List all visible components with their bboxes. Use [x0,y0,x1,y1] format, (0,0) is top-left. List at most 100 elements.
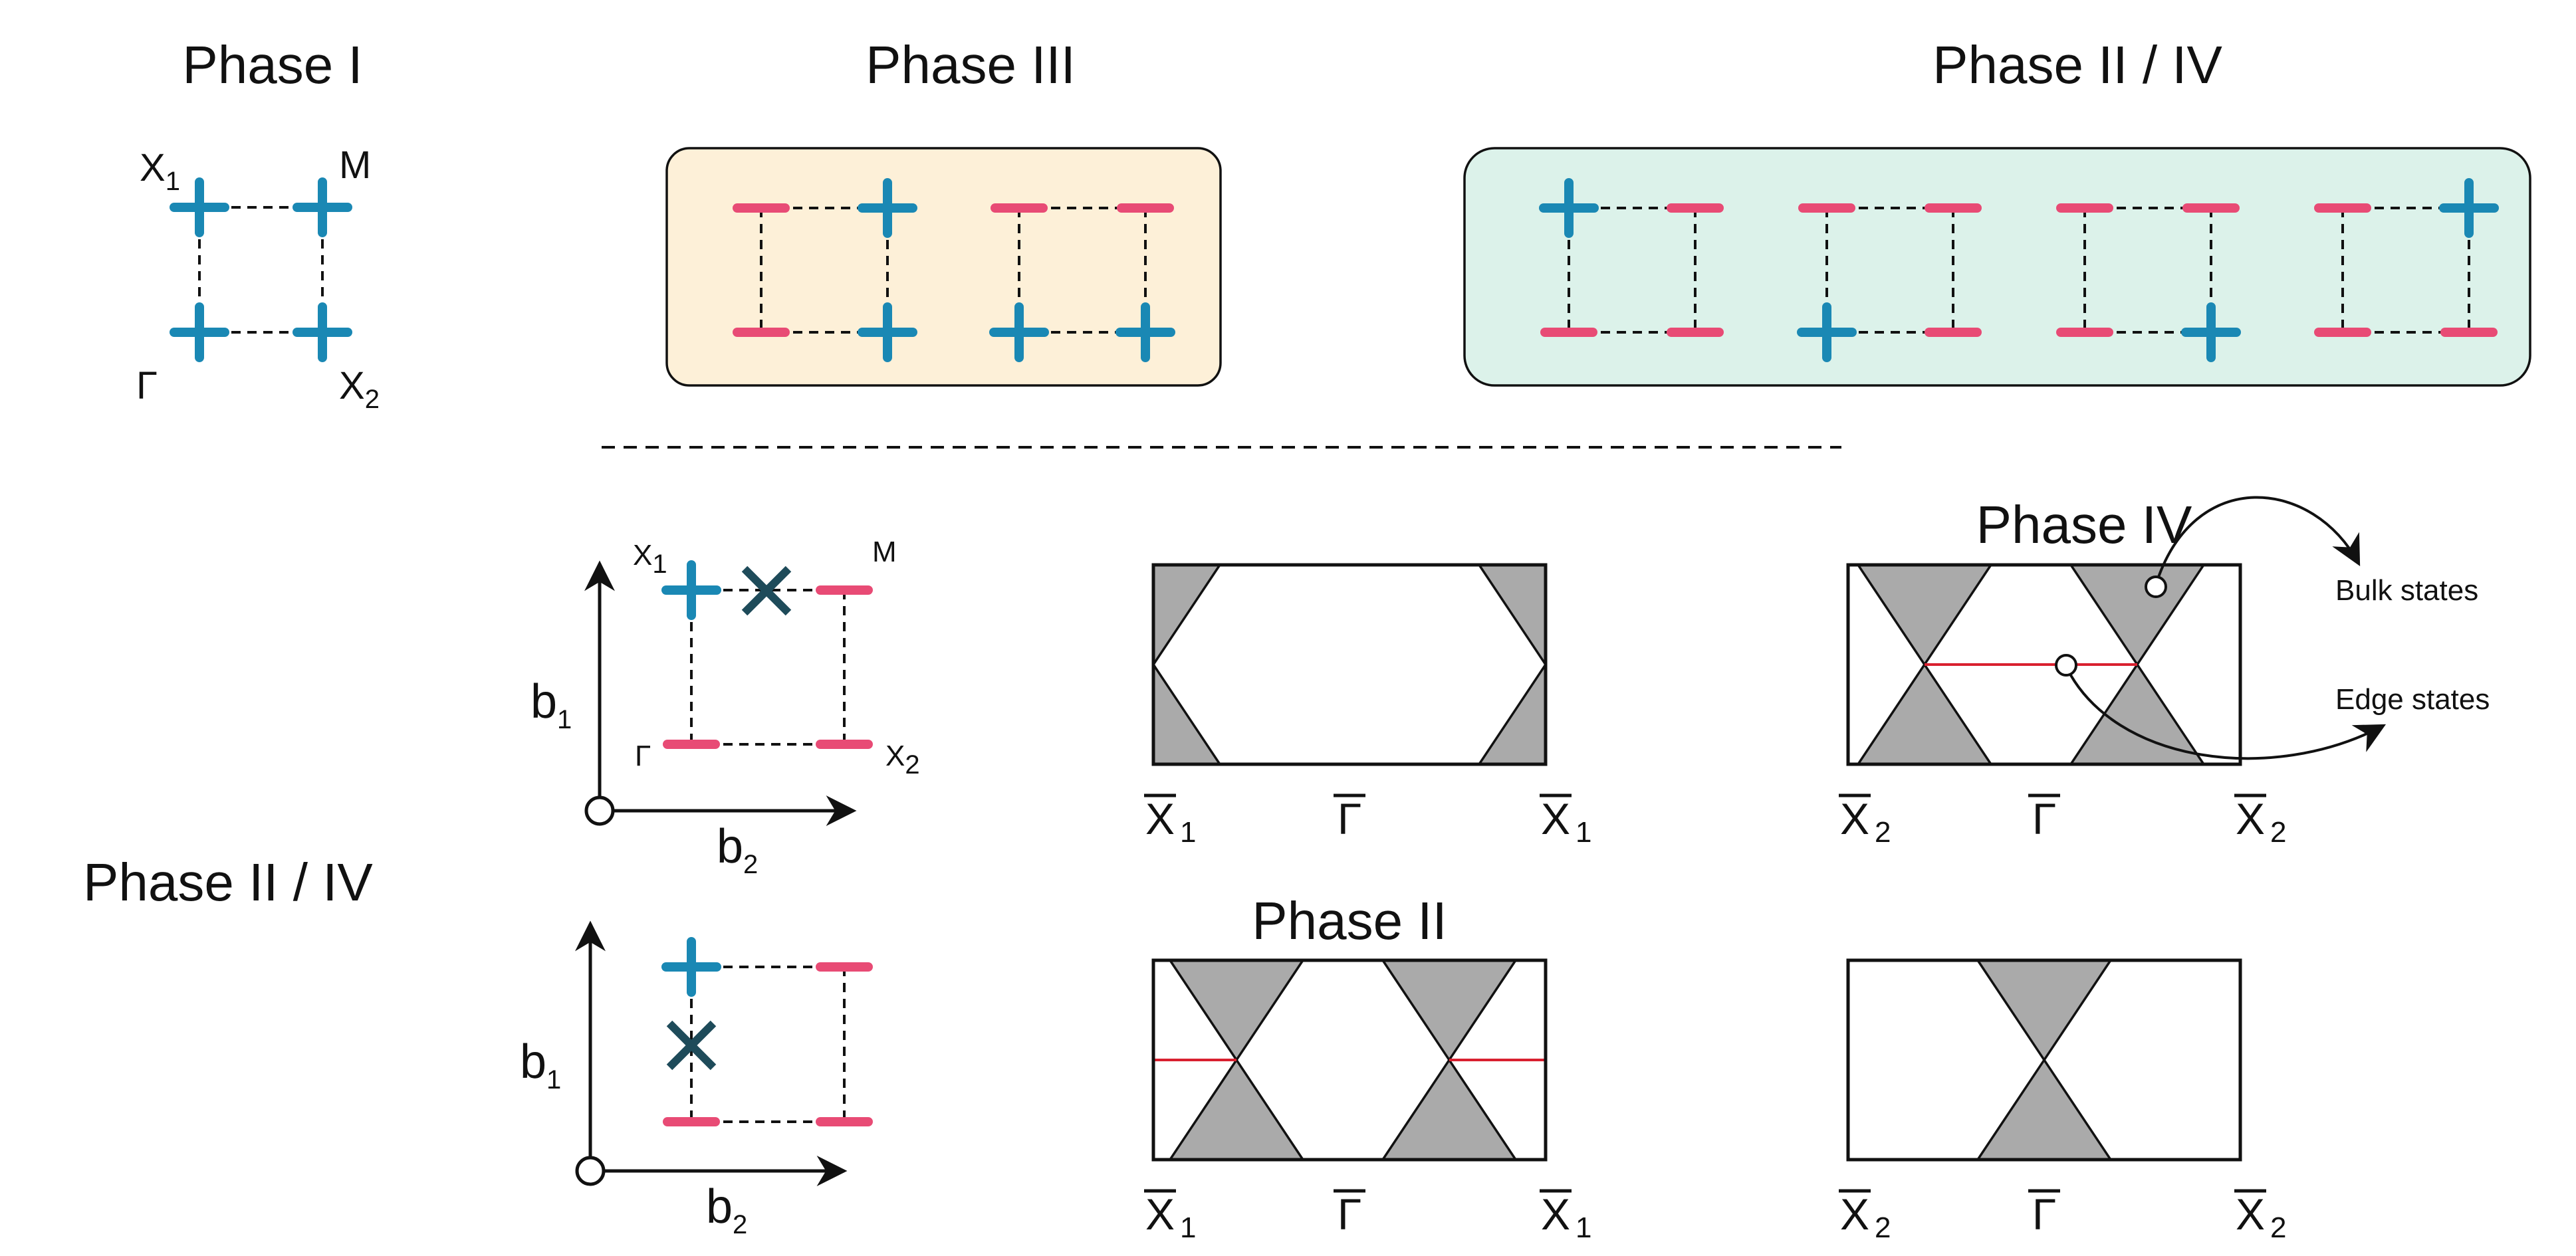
phase3-cells [733,178,1175,362]
kpoint-label-text: X [1840,794,1869,843]
spectrum-frame [1151,563,1548,766]
kpoint-subscript: 1 [1180,1211,1196,1244]
kpoint-label-text: X [1541,794,1570,843]
b2-label-row1: b2 [717,820,758,879]
cell-edges-row1 [690,589,846,746]
phase1-label-x1: X1 [140,146,180,196]
plus-sign-icon [2439,178,2499,238]
kpoint-label-text: X [2236,794,2265,843]
kpoint-subscript: 2 [2270,1211,2286,1244]
kpoint-subscript: 2 [1875,816,1891,849]
plus-sign-icon [1115,302,1175,362]
spectrum-row1-middle [1151,563,1548,766]
bz-diagram-row2: b1 b2 [520,920,873,1239]
phase24-cells [1539,178,2499,362]
plus-sign-icon [661,937,721,997]
edge-circle-icon [2055,654,2077,677]
phase3-panel [665,147,1222,387]
plus-sign-icon [170,302,229,362]
phase1-cell: X1 M Γ X2 [136,144,380,414]
phase1-title: Phase I [182,35,362,94]
spectrum-frame [1846,958,2242,1162]
plus-sign-icon [1797,302,1857,362]
bz-label-x1-row1: X1 [633,539,667,579]
spectrum-row2-right [1846,958,2242,1162]
phase1-label-x2: X2 [339,364,380,414]
kpoint-label-text: Γ [2032,1190,2056,1239]
plus-sign-icon [170,177,229,237]
phase24-top-title: Phase II / IV [1932,35,2222,94]
annotation-arrows [2055,496,2387,760]
plus-sign-icon [661,560,721,620]
plus-sign-icon [858,302,917,362]
spectrum-frame [1151,958,1548,1162]
sign-cell [989,203,1175,362]
kpoint-label-text: Γ [1338,1190,1361,1239]
kpoint-label-text: X [1145,1190,1175,1239]
bulk-states-label: Bulk states [2335,574,2478,607]
cross-mark-icon [666,1020,717,1071]
kpoint-label-text: X [1541,1190,1570,1239]
plus-sign-icon [293,302,352,362]
origin-circle-icon-row1 [584,795,615,826]
bz-label-x2-row1: X2 [885,740,920,780]
kpoint-subscript: 1 [1576,1211,1591,1244]
kpoint-gammabar: Γ [2028,793,2060,843]
phase3-title: Phase III [866,35,1076,94]
kpoint-subscript: 1 [1180,816,1196,849]
plus-sign-icon [989,302,1049,362]
kpoint-gammabar: Γ [1334,793,1365,843]
kpoint-subscript: 2 [1875,1211,1891,1244]
plus-sign-icon [1539,178,1599,238]
kpoint-gammabar: Γ [1334,1189,1365,1239]
bz-label-gamma-row1: Γ [635,740,651,772]
kpoint-subscript: 1 [1576,816,1591,849]
cell-edges-row2 [690,966,846,1123]
kpoint-gammabar: Γ [2028,1189,2060,1239]
kpoint-label-text: X [2236,1190,2265,1239]
plus-sign-icon [858,178,917,238]
spectrum-row2-middle [1151,958,1548,1162]
bulk-circle-icon [2145,576,2167,598]
spectrum-row1-right [1846,563,2242,766]
bz-diagram-row1: b1 b2 X1 M Γ X2 [530,536,920,879]
bz-label-m-row1: M [872,536,897,568]
phase1-label-m: M [339,144,371,187]
sign-cell [1539,178,1724,337]
phase24-left-title: Phase II / IV [83,853,373,912]
kpoint-label-text: X [1145,794,1175,843]
bulk-arrow-icon [2155,496,2361,585]
b1-label-row2: b1 [520,1035,561,1095]
edge-arrow-icon [2065,666,2387,760]
phase2-title: Phase II [1252,891,1447,950]
kpoint-subscript: 2 [2270,816,2286,849]
kpoint-label-text: Γ [1338,794,1361,843]
sign-cell [1797,203,1982,362]
sign-cell [2056,203,2241,362]
phase24-panel [1463,147,2531,387]
spectrum-frame [1846,563,2242,766]
plus-sign-icon [2181,302,2241,362]
b1-label-row1: b1 [530,675,572,734]
phase4-title: Phase IV [1976,495,2192,554]
sign-cell [733,178,917,362]
origin-circle-icon-row2 [575,1156,606,1186]
kpoint-label-text: X [1840,1190,1869,1239]
cross-mark-icon [741,566,792,616]
phase1-cell-edges [198,206,324,334]
b2-label-row2: b2 [706,1180,747,1239]
phase1-label-gamma: Γ [136,364,158,407]
